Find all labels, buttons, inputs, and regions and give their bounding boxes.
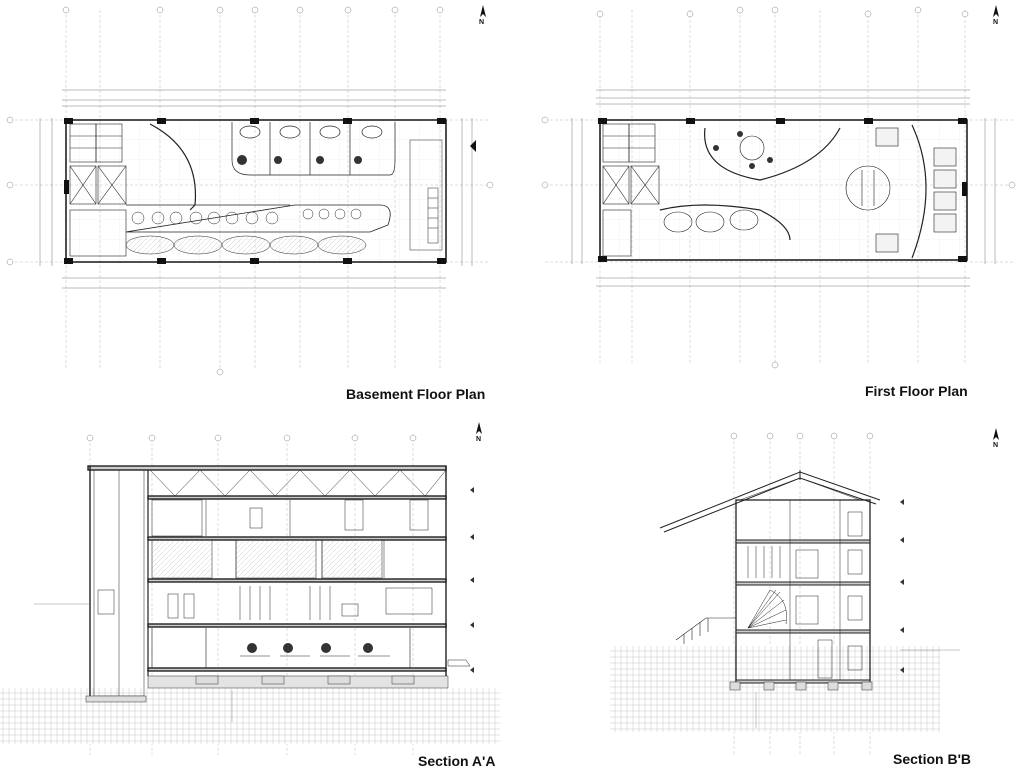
section-aa-footings (85, 675, 415, 703)
basement-floor-plan (6, 6, 494, 376)
first-curved-wall-b (659, 204, 791, 241)
section-bb-fan-stair (747, 589, 787, 629)
basement-bar-counter (125, 204, 391, 233)
section-aa-car (447, 659, 471, 667)
note-leaders (34, 603, 960, 728)
basement-service-block (69, 123, 127, 257)
section-bb-footings (729, 681, 873, 691)
basement-sofas (125, 235, 367, 255)
section-bb-interior (747, 500, 863, 680)
basement-dimension-lines (39, 89, 473, 289)
first-curved-wall-c (911, 124, 927, 259)
north-arrow-icon (476, 422, 482, 434)
section-bb-roof (659, 470, 881, 533)
plant-icon (247, 643, 373, 653)
basement-columns (64, 118, 446, 264)
first-curved-wall-a (704, 127, 841, 181)
basement-stools (131, 208, 362, 225)
basement-grid-bubbles (6, 6, 494, 376)
first-columns (598, 118, 967, 262)
first-grid-bubbles (541, 6, 1016, 369)
first-dimension-lines (571, 89, 996, 287)
first-tables (663, 135, 891, 233)
basement-stair (409, 139, 443, 251)
section-bb-level-markers (900, 499, 904, 673)
chair-icon (713, 131, 773, 169)
section-aa-level-markers (470, 487, 474, 673)
section-aa-bubbles (86, 434, 417, 442)
first-salon-chairs (875, 127, 957, 253)
title-section-bb: Section B'B (893, 751, 972, 767)
first-outer-walls (599, 119, 968, 261)
first-service-block (602, 123, 660, 257)
north-label-section-aa: N (476, 436, 482, 443)
section-aa-slats (167, 586, 433, 620)
entrance-arrow-icon (470, 140, 476, 152)
first-floor-plan (541, 5, 1016, 369)
section-bb-bubbles (730, 432, 874, 440)
section-bb-ground (610, 646, 940, 732)
north-arrow-icon (993, 5, 999, 17)
basement-curved-wall (149, 123, 197, 211)
north-label-basement: N (479, 19, 485, 26)
title-first-floor-plan: First Floor Plan (865, 383, 968, 399)
section-aa-glazing (151, 499, 385, 579)
title-basement-floor-plan: Basement Floor Plan (346, 386, 486, 402)
title-section-aa: Section A'A (418, 753, 496, 769)
section-bb (610, 428, 999, 755)
section-aa-stations (249, 499, 429, 531)
section-aa-ground (0, 688, 500, 744)
section-bb-ramp (675, 617, 736, 644)
plant-icon (237, 155, 362, 165)
north-label-first: N (993, 19, 999, 26)
basement-booths (231, 122, 396, 176)
section-aa (0, 422, 500, 755)
north-arrow-icon (993, 428, 999, 440)
section-aa-basement-furniture (151, 628, 411, 668)
section-aa-roof-truss (149, 469, 447, 497)
north-label-section-bb: N (993, 442, 999, 449)
section-bb-slabs (735, 539, 871, 684)
north-arrow-icon (480, 5, 486, 17)
section-aa-elevator (93, 469, 145, 697)
